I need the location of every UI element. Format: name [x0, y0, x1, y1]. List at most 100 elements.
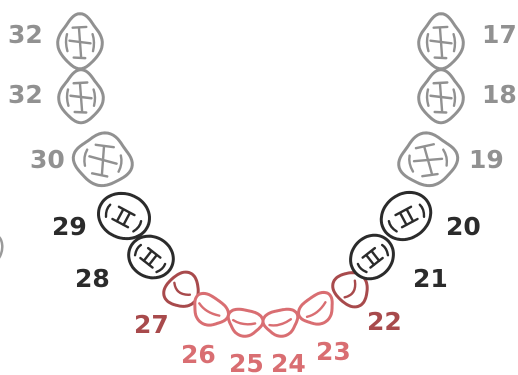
tooth-28-4[interactable] — [121, 227, 182, 287]
tooth-groove — [94, 143, 115, 149]
tooth-groove — [68, 39, 92, 45]
tooth-number-label: 17 — [482, 20, 517, 49]
tooth-outline — [331, 271, 369, 309]
tooth-number-label: 27 — [134, 310, 169, 339]
tooth-groove — [412, 157, 444, 163]
tooth-number-label: 21 — [413, 264, 448, 293]
edge-fragment — [0, 236, 4, 259]
tooth-groove — [72, 56, 87, 60]
tooth-number-label: 20 — [446, 212, 481, 241]
tooth-groove — [365, 254, 376, 267]
tooth-groove — [414, 143, 435, 150]
tooth-groove — [198, 302, 221, 317]
tooth-groove — [394, 205, 413, 217]
tooth-32-1[interactable] — [57, 68, 105, 125]
tooth-number-label: 23 — [316, 337, 351, 366]
tooth-25-7[interactable] — [225, 307, 265, 340]
tooth-groove — [88, 155, 118, 165]
tooth-21-11[interactable] — [342, 227, 403, 287]
tooth-number-label: 28 — [75, 264, 110, 293]
tooth-outline — [193, 291, 231, 327]
tooth-groove — [268, 318, 293, 327]
tooth-groove — [405, 208, 415, 223]
tooth-groove — [92, 88, 97, 107]
tooth-24-8[interactable] — [261, 307, 301, 340]
tooth-17-15[interactable] — [417, 12, 465, 71]
tooth-groove — [65, 88, 70, 107]
tooth-number-label: 25 — [229, 349, 264, 375]
tooth-number-labels: 32 32 30 29 28 27 26 25 24 23 22 21 20 19 18 17 — [8, 20, 517, 375]
tooth-number-label: 32 — [8, 80, 43, 109]
tooth-groove — [173, 281, 192, 296]
tooth-18-14[interactable] — [417, 68, 465, 125]
tooth-groove — [425, 33, 430, 53]
tooth-number-label: 22 — [367, 307, 402, 336]
tooth-groove — [142, 250, 153, 262]
tooth-groove — [429, 94, 453, 100]
tooth-groove — [117, 154, 123, 173]
tooth-30-2[interactable] — [69, 128, 137, 191]
tooth-27-5[interactable] — [158, 267, 207, 315]
tooth-groove — [433, 110, 448, 114]
tooth-groove — [69, 94, 93, 100]
tooth-20-12[interactable] — [373, 184, 439, 247]
tooth-number-label: 29 — [52, 212, 87, 241]
tooth-groove — [90, 172, 109, 178]
tooth-number-label: 26 — [181, 340, 216, 369]
tooth-groove — [111, 217, 130, 229]
tooth-number-label: 24 — [271, 349, 306, 375]
tooth-groove — [71, 25, 88, 29]
tooth-32-0[interactable] — [56, 12, 104, 71]
tooth-groove — [133, 243, 143, 257]
tooth-number-label: 32 — [8, 20, 43, 49]
tooth-groove — [305, 301, 327, 319]
tooth-groove — [452, 33, 457, 53]
tooth-groove — [139, 256, 154, 269]
tooth-groove — [418, 203, 426, 219]
tooth-26-6[interactable] — [186, 289, 233, 333]
tooth-number-label: 30 — [30, 145, 65, 174]
tooth-groove — [155, 262, 167, 274]
tooth-22-10[interactable] — [327, 264, 376, 312]
tooth-outline — [261, 307, 300, 338]
tooth-groove — [429, 39, 453, 45]
tooth-19-13[interactable] — [394, 128, 462, 191]
tooth-groove — [442, 148, 449, 167]
tooth-groove — [72, 81, 89, 85]
tooth-groove — [399, 212, 408, 227]
tooth-groove — [361, 246, 377, 259]
teeth-layer — [56, 12, 465, 340]
tooth-groove — [83, 148, 89, 167]
tooth-groove — [432, 81, 449, 85]
tooth-groove — [408, 154, 415, 173]
tooth-number-label: 18 — [482, 80, 517, 109]
tooth-groove — [132, 219, 143, 233]
tooth-groove — [433, 56, 448, 60]
tooth-groove — [380, 243, 390, 257]
tooth-groove — [104, 203, 112, 219]
tooth-groove — [387, 219, 398, 233]
tooth-number-label: 19 — [469, 145, 504, 174]
tooth-groove — [232, 318, 257, 326]
tooth-groove — [421, 172, 439, 178]
tooth-groove — [146, 246, 162, 259]
tooth-23-9[interactable] — [295, 288, 342, 332]
tooth-groove — [370, 250, 381, 262]
tooth-groove — [425, 88, 430, 107]
tooth-groove — [64, 33, 69, 53]
tooth-groove — [147, 254, 158, 267]
tooth-groove — [122, 212, 131, 227]
tooth-groove — [400, 217, 419, 229]
tooth-groove — [432, 25, 449, 29]
tooth-groove — [115, 208, 125, 223]
tooth-groove — [91, 33, 96, 53]
tooth-groove — [117, 205, 136, 217]
tooth-groove — [369, 256, 384, 269]
tooth-outline — [162, 270, 200, 308]
tooth-29-3[interactable] — [91, 184, 157, 247]
tooth-groove — [73, 110, 88, 114]
tooth-groove — [356, 262, 368, 274]
tooth-outline — [226, 307, 265, 338]
tooth-groove — [343, 279, 357, 299]
